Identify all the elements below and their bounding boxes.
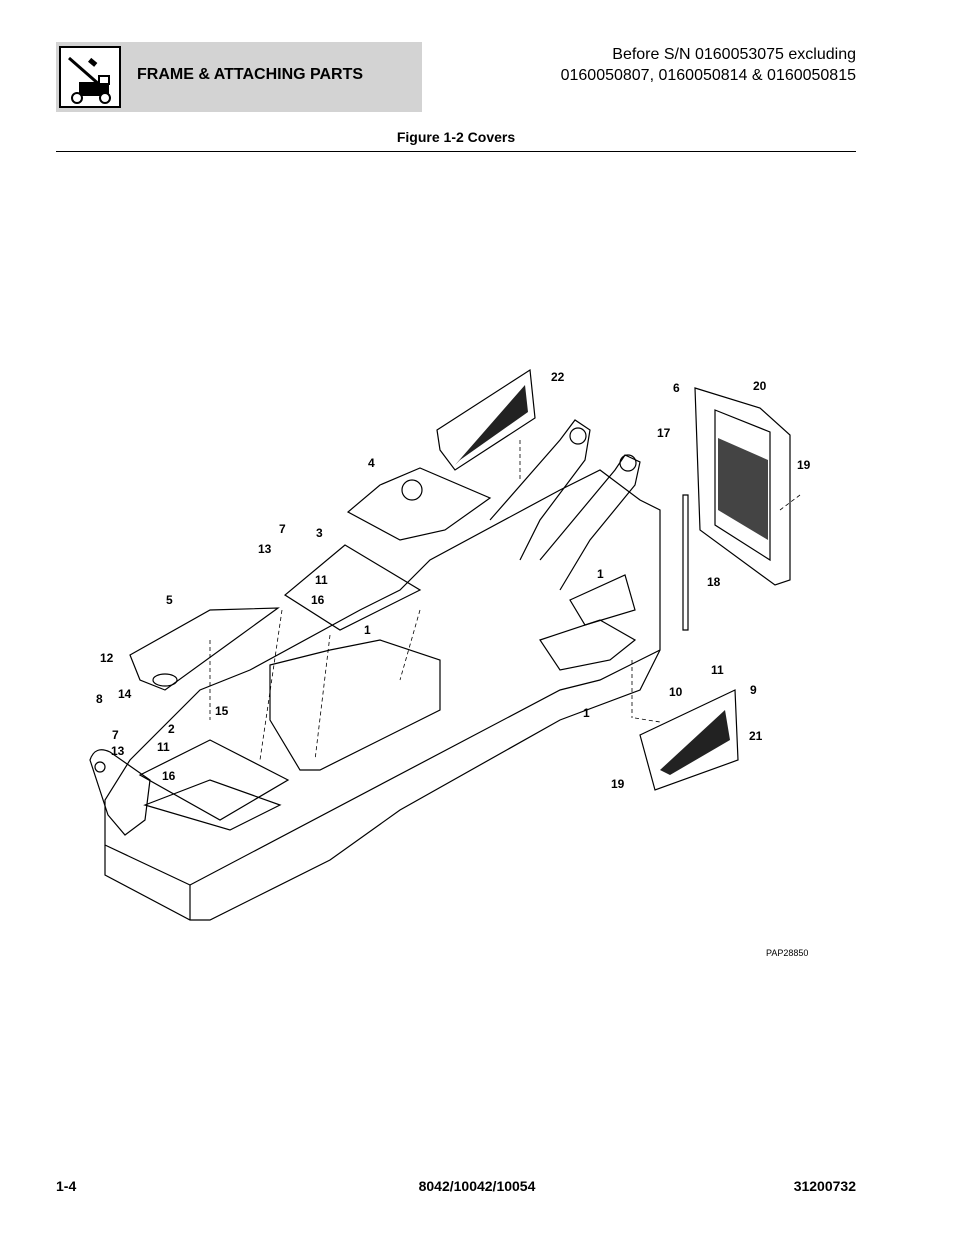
- callout-2: 2: [168, 722, 175, 736]
- callout-1-center: 1: [364, 623, 371, 637]
- callout-7-lower: 7: [112, 728, 119, 742]
- drawing-code: PAP28850: [766, 948, 808, 958]
- callout-11-lower: 11: [157, 740, 170, 754]
- callout-14: 14: [118, 687, 132, 701]
- callout-13-upper: 13: [258, 542, 272, 556]
- serial-line-2: 0160050807, 0160050814 & 0160050815: [560, 67, 856, 84]
- section-title: FRAME & ATTACHING PARTS: [137, 66, 364, 83]
- telehandler-logo-icon: [59, 46, 121, 108]
- callout-6: 6: [673, 381, 680, 395]
- callout-19-bottom: 19: [611, 777, 625, 791]
- callout-18: 18: [707, 575, 721, 589]
- callout-13-lower: 13: [111, 744, 125, 758]
- serial-range: Before S/N 0160053075 excluding 01600508…: [561, 44, 856, 86]
- callout-12: 12: [100, 651, 114, 665]
- callout-16-lower: 16: [162, 769, 176, 783]
- document-number: 31200732: [793, 1178, 856, 1194]
- callout-21: 21: [749, 729, 763, 743]
- callout-3: 3: [316, 526, 323, 540]
- callout-7-upper: 7: [279, 522, 286, 536]
- callout-19-top: 19: [797, 458, 811, 472]
- callout-5: 5: [166, 593, 173, 607]
- figure-title: Figure 1-2 Covers: [396, 129, 516, 145]
- callout-1-bottom: 1: [583, 706, 590, 720]
- callout-16-upper: 16: [311, 593, 325, 607]
- callout-9: 9: [750, 683, 757, 697]
- model-numbers: 8042/10042/10054: [418, 1178, 536, 1194]
- callout-17: 17: [657, 426, 671, 440]
- callout-11-right: 11: [711, 663, 724, 677]
- header-divider: [56, 151, 856, 152]
- callout-22: 22: [551, 370, 565, 384]
- page-number: 1-4: [56, 1178, 77, 1194]
- callout-1-right: 1: [597, 567, 604, 581]
- callout-10: 10: [669, 685, 683, 699]
- callout-15: 15: [215, 704, 229, 718]
- callout-11-upper: 11: [315, 573, 328, 587]
- callout-8: 8: [96, 692, 103, 706]
- callout-20: 20: [753, 379, 767, 393]
- callout-4: 4: [368, 456, 375, 470]
- serial-line-1: Before S/N 0160053075 excluding: [612, 46, 856, 63]
